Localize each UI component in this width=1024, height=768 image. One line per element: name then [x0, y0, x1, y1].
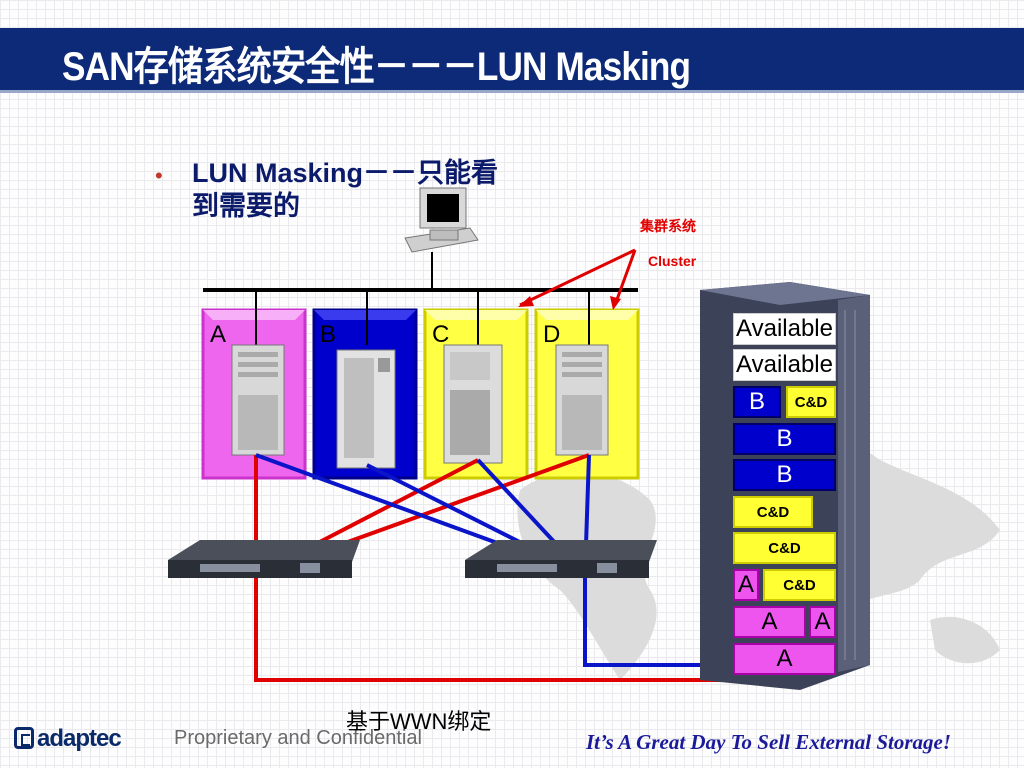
lun-b-small: B — [733, 386, 781, 418]
workstation-icon — [404, 187, 479, 290]
lun-cd-2: C&D — [733, 532, 836, 564]
wwn-caption: 基于WWN绑定 — [346, 709, 492, 734]
bullet-line-2: 到需要的 — [192, 191, 300, 221]
lun-cd-1: C&D — [733, 496, 813, 528]
server-tower-c — [443, 344, 503, 464]
footer-slogan: It’s A Great Day To Sell External Storag… — [586, 730, 952, 754]
server-label-b: B — [320, 321, 336, 348]
server-tower-b — [336, 349, 396, 469]
bullet-text: LUN Masking－－只能看 到需要的 — [192, 157, 552, 223]
lun-cd-small-1: C&D — [786, 386, 836, 418]
server-label-c: C — [432, 321, 449, 348]
adaptec-logo: adaptec — [14, 725, 122, 753]
lun-a-3: A — [733, 643, 836, 675]
fc-switch-left — [168, 540, 360, 578]
server-label-d: D — [543, 321, 560, 348]
lun-available-1: Available — [733, 313, 836, 345]
bullet-marker: • — [155, 163, 163, 188]
lun-cd-3: C&D — [763, 569, 836, 601]
fc-switch-right — [465, 540, 657, 578]
lun-b-2: B — [733, 459, 836, 491]
lun-a-2: A — [809, 606, 836, 638]
logo-text: adaptec — [37, 725, 122, 752]
lun-a-1: A — [733, 606, 806, 638]
server-tower-a — [231, 344, 285, 456]
lun-a-small: A — [733, 569, 759, 601]
cluster-label-cn: 集群系统 — [640, 218, 696, 234]
title-bar: SAN存储系统安全性－－－LUN Masking — [0, 28, 1024, 93]
lun-b-1: B — [733, 423, 836, 455]
lun-available-2: Available — [733, 349, 836, 381]
bullet-line-1: LUN Masking－－只能看 — [192, 158, 499, 188]
adaptec-logo-icon — [14, 727, 34, 749]
cluster-label-en: Cluster — [648, 253, 697, 269]
server-tower-d — [555, 344, 609, 456]
footer-confidential: Proprietary and Confidential — [174, 727, 422, 749]
server-label-a: A — [210, 321, 226, 348]
cluster-arrows — [518, 248, 637, 310]
slide-title: SAN存储系统安全性－－－LUN Masking — [62, 45, 691, 89]
